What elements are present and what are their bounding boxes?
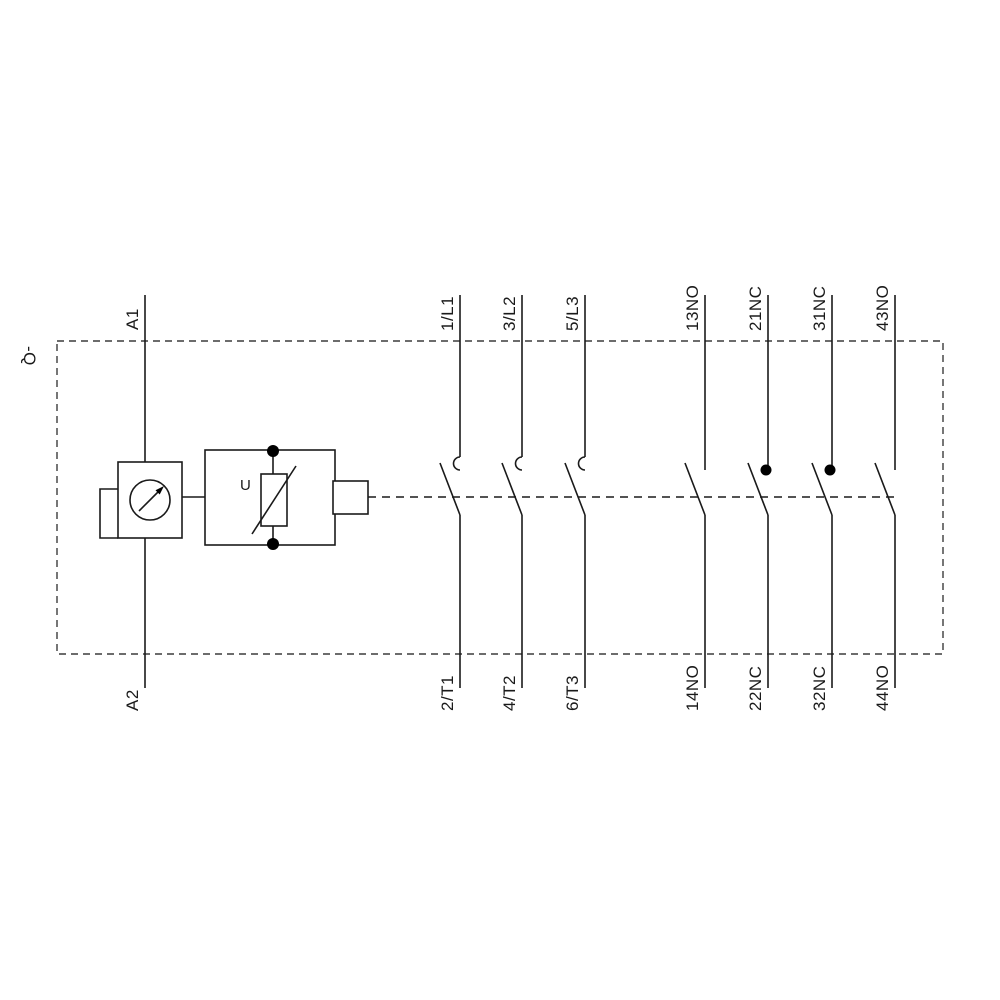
pole-aux-13no: 13NO 14NO	[683, 285, 706, 711]
terminal-label-bottom: 32NC	[810, 666, 829, 711]
coil-circuit: A1 A2 U	[99, 295, 369, 711]
moving-contact	[439, 462, 461, 516]
terminal-label-top: 21NC	[746, 286, 765, 331]
pole-aux-31nc: 31NC 32NC	[810, 286, 836, 711]
moving-contact	[747, 462, 769, 516]
coil-terminal-label-a1: A1	[123, 308, 142, 330]
pole-main-l2: 3/L2 4/T2	[500, 295, 523, 711]
pole-main-l3: 5/L3 6/T3	[563, 295, 586, 711]
coil-feedback-wire	[99, 488, 118, 539]
coil-drive-symbol	[129, 479, 171, 521]
terminal-label-bottom: 6/T3	[563, 675, 582, 711]
moving-contact	[564, 462, 586, 516]
terminal-label-bottom: 2/T1	[438, 675, 457, 711]
terminal-label-bottom: 4/T2	[500, 675, 519, 711]
device-label: -Q	[20, 346, 39, 366]
terminal-label-top: 13NO	[683, 285, 702, 331]
varistor-diagonal	[251, 465, 297, 535]
terminal-label-bottom: 14NO	[683, 665, 702, 711]
terminal-label-top: 5/L3	[563, 296, 582, 331]
coil-drive-arrow	[138, 490, 160, 512]
terminal-label-top: 3/L2	[500, 296, 519, 331]
coil-element-box	[332, 480, 369, 515]
terminal-label-top: 31NC	[810, 286, 829, 331]
moving-contact	[811, 462, 833, 516]
pole-aux-43no: 43NO 44NO	[873, 285, 896, 711]
moving-contact	[684, 462, 706, 516]
moving-contact	[874, 462, 896, 516]
terminal-label-bottom: 22NC	[746, 666, 765, 711]
terminal-label-top: 1/L1	[438, 296, 457, 331]
varistor-junction-top	[267, 445, 279, 457]
pole-aux-21nc: 21NC 22NC	[746, 286, 772, 711]
nc-contact-dot	[824, 464, 836, 476]
terminal-label-top: 43NO	[873, 285, 892, 331]
main-contact-hook	[577, 456, 586, 471]
main-contact-hook	[452, 456, 461, 471]
coil-terminal-label-a2: A2	[123, 689, 142, 711]
moving-contact	[501, 462, 523, 516]
nc-contact-dot	[760, 464, 772, 476]
pole-main-l1: 1/L1 2/T1	[438, 295, 461, 711]
terminal-label-bottom: 44NO	[873, 665, 892, 711]
varistor-junction-bottom	[267, 538, 279, 550]
main-contact-hook	[514, 456, 523, 471]
varistor-label: U	[240, 477, 251, 494]
coil-drive-arrowhead	[155, 486, 164, 495]
